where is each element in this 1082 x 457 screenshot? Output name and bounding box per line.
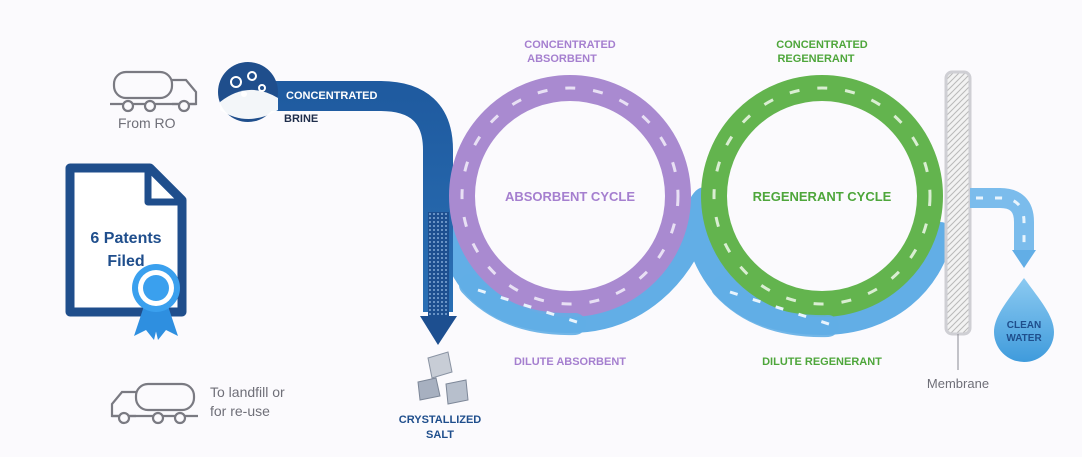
conc-regenerant-line2: REGENERANT [777, 53, 854, 65]
patents-label-line2: Filed [107, 253, 144, 270]
conc-regenerant-line1: CONCENTRATED [776, 39, 868, 51]
crystallized-label-line2: SALT [426, 429, 454, 441]
brine-down-arrow [420, 316, 457, 345]
brine-label-line2: BRINE [284, 113, 318, 125]
crystallized-label-line1: CRYSTALLIZED [399, 414, 482, 426]
from-ro-label: From RO [118, 115, 176, 131]
dilute-regenerant-label: DILUTE REGENERANT [762, 356, 882, 368]
membrane [944, 70, 972, 370]
brine-label-line1: CONCENTRATED [286, 90, 378, 102]
regenerant-cycle-label: REGENERANT CYCLE [753, 189, 892, 204]
conc-absorbent-line2: ABSORBENT [527, 53, 597, 65]
landfill-label-line1: To landfill or [210, 384, 285, 400]
landfill-label-line2: for re-use [210, 403, 270, 419]
absorbent-cycle-ring [449, 75, 691, 317]
dilute-absorbent-label: DILUTE ABSORBENT [514, 356, 626, 368]
award-ribbon-icon [132, 264, 180, 340]
salt-crystal-icon [417, 351, 469, 405]
tanker-truck-icon [110, 70, 198, 113]
tanker-truck-icon-bottom [110, 382, 198, 425]
conc-absorbent-line1: CONCENTRATED [524, 39, 616, 51]
dilute-stream-front [459, 274, 839, 338]
water-drop-icon [994, 278, 1054, 362]
clean-water-outflow [970, 188, 1054, 362]
patents-label-line1: 6 Patents [90, 230, 161, 247]
brine-pipe [218, 62, 457, 345]
regenerant-cycle-ring [701, 75, 943, 317]
membrane-label: Membrane [927, 376, 989, 391]
clean-water-line1: CLEAN [1007, 320, 1041, 331]
clean-water-line2: WATER [1006, 333, 1042, 344]
absorbent-cycle-label: ABSORBENT CYCLE [505, 189, 635, 204]
